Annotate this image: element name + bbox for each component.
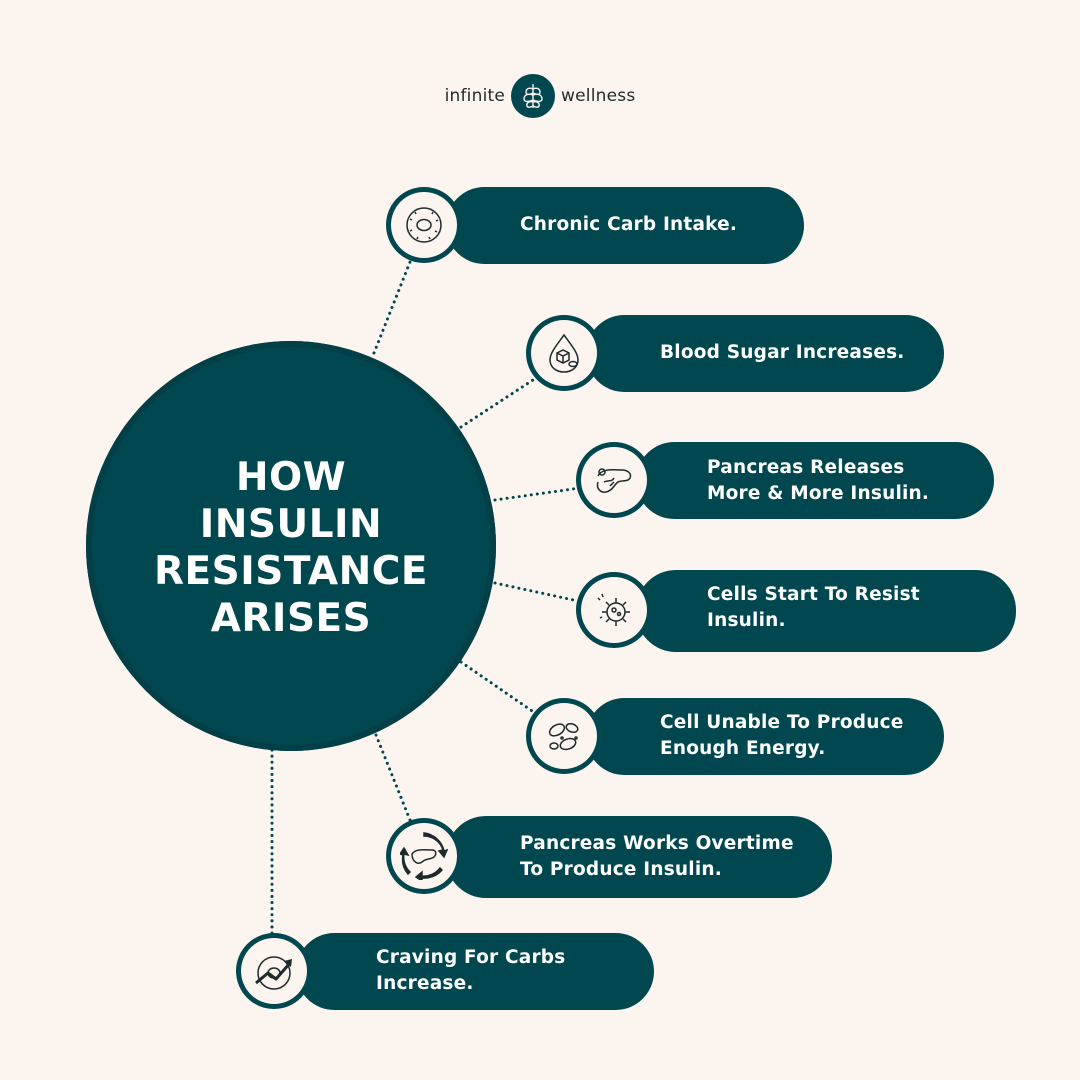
step-6-label: Pancreas Works Overtime To Produce Insul… (520, 831, 794, 883)
step-7-label: Craving For Carbs Increase. (376, 945, 565, 997)
connector-4 (495, 583, 578, 601)
donut-trend-up-icon (252, 949, 296, 993)
step-4-label: Cells Start To Resist Insulin. (707, 582, 920, 634)
connector-5 (461, 662, 535, 713)
step-5-badge (526, 698, 602, 774)
connector-6 (376, 735, 410, 820)
step-1-badge (386, 187, 462, 263)
connector-1 (374, 262, 410, 353)
step-2-label: Blood Sugar Increases. (660, 340, 905, 366)
step-4-badge (576, 572, 652, 648)
donut-icon (402, 203, 446, 247)
cell-virus-icon (592, 588, 636, 632)
step-5-label: Cell Unable To Produce Enough Energy. (660, 710, 904, 762)
step-7-badge (236, 933, 312, 1009)
step-2-badge (526, 315, 602, 391)
step-6-badge (386, 818, 462, 894)
pancreas-cycle-icon (400, 832, 448, 880)
central-hub: HOW INSULIN RESISTANCE ARISES (86, 341, 496, 751)
hub-title: HOW INSULIN RESISTANCE ARISES (141, 455, 441, 642)
step-1-label: Chronic Carb Intake. (520, 212, 737, 238)
blood-drop-sugar-icon (542, 331, 586, 375)
blood-cells-icon (542, 714, 586, 758)
step-3-badge (576, 442, 652, 518)
connector-2 (461, 378, 536, 427)
connector-3 (495, 488, 580, 500)
pancreas-icon (592, 458, 636, 502)
step-3-label: Pancreas Releases More & More Insulin. (707, 455, 929, 507)
